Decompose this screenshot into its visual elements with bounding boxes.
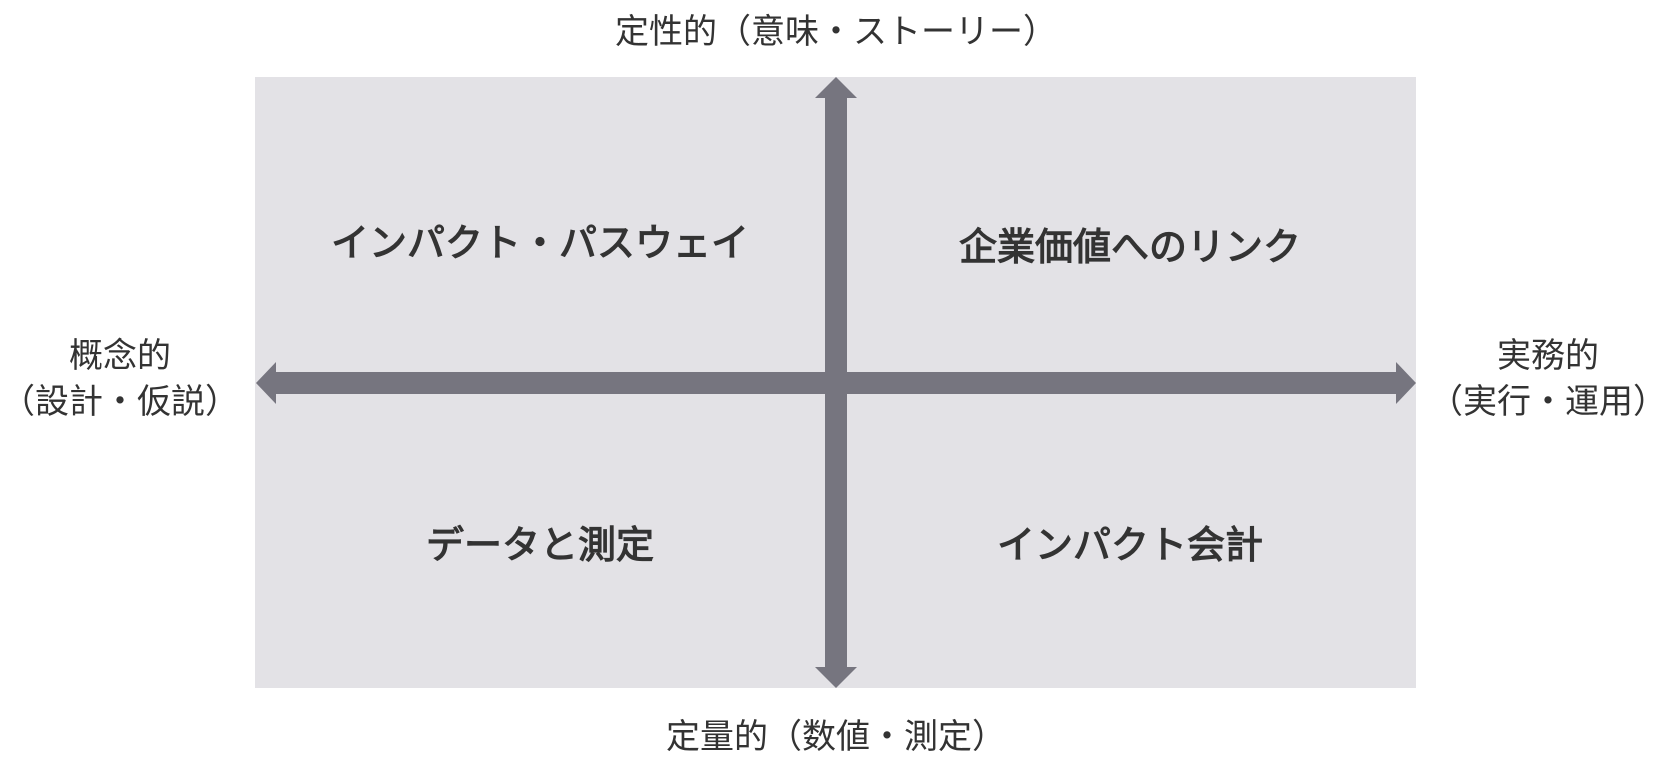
axis-label-right-line1: 実務的 (1497, 336, 1599, 376)
quadrant-top-left: インパクト・パスウェイ (330, 221, 749, 265)
arrowhead-up (815, 77, 857, 98)
axis-label-top: 定性的（意味・ストーリー） (615, 12, 1057, 52)
axis-label-left: 概念的 （設計・仮説） (0, 334, 240, 426)
axis-label-right: 実務的 （実行・運用） (1424, 334, 1672, 426)
arrowhead-down (815, 667, 857, 688)
quadrant-bottom-right: インパクト会計 (996, 523, 1263, 567)
axis-label-right-line2: （実行・運用） (1429, 381, 1667, 422)
axis-label-left-line2: （設計・仮説） (1, 381, 239, 422)
arrowhead-right (1396, 362, 1416, 404)
quadrant-bottom-left: データと測定 (425, 523, 654, 567)
horizontal-axis-shaft (274, 372, 1396, 394)
quadrant-top-right: 企業価値へのリンク (958, 225, 1301, 269)
axis-label-left-line1: 概念的 (69, 336, 171, 376)
arrowhead-left (256, 362, 276, 404)
axis-label-bottom: 定量的（数値・測定） (666, 717, 1006, 757)
